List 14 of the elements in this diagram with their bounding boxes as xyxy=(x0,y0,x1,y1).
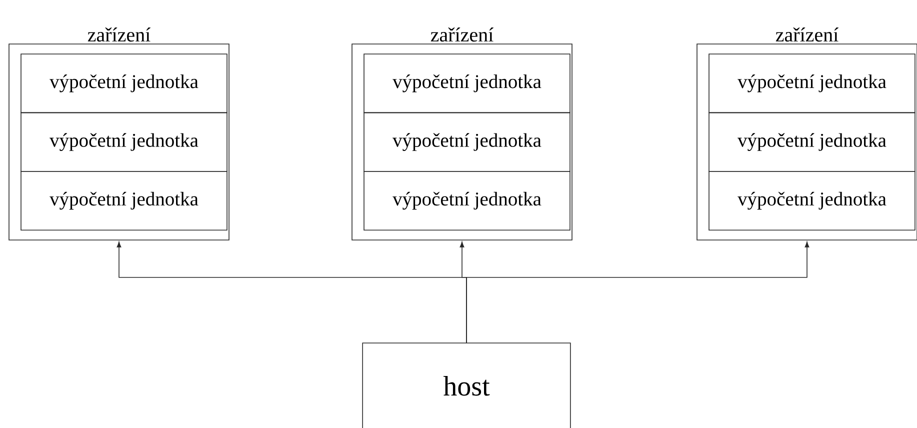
connector-arrow xyxy=(466,242,810,344)
node-label: zařízení xyxy=(88,27,150,42)
node-label: zařízení xyxy=(776,27,838,42)
unit-box: výpočetní jednotka xyxy=(20,54,228,114)
unit-box: výpočetní jednotka xyxy=(364,112,570,172)
node-label: zařízení xyxy=(430,27,494,42)
unit-box: výpočetní jednotka xyxy=(364,171,570,230)
host-box: host xyxy=(362,342,571,428)
unit-box: výpočetní jednotka xyxy=(708,171,916,230)
unit-box: výpočetní jednotka xyxy=(708,54,916,114)
unit-box: výpočetní jednotka xyxy=(20,171,228,230)
unit-box: výpočetní jednotka xyxy=(364,54,570,114)
unit-box: výpočetní jednotka xyxy=(20,112,228,172)
unit-box: výpočetní jednotka xyxy=(708,112,916,172)
